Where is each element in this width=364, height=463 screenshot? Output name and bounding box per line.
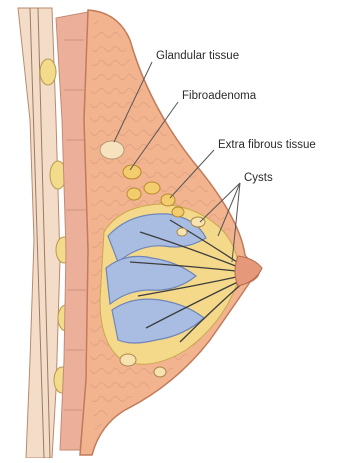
cyst xyxy=(154,367,166,377)
cyst xyxy=(120,354,136,366)
label-glandular-tissue: Glandular tissue xyxy=(156,50,239,62)
rib xyxy=(40,59,56,85)
label-extra-fibrous-tissue: Extra fibrous tissue xyxy=(218,139,316,151)
label-fibroadenoma: Fibroadenoma xyxy=(182,90,257,102)
label-cysts: Cysts xyxy=(244,172,273,184)
nipple xyxy=(235,256,262,286)
glandular-tissue-nodule xyxy=(100,141,124,159)
cyst xyxy=(177,228,187,236)
